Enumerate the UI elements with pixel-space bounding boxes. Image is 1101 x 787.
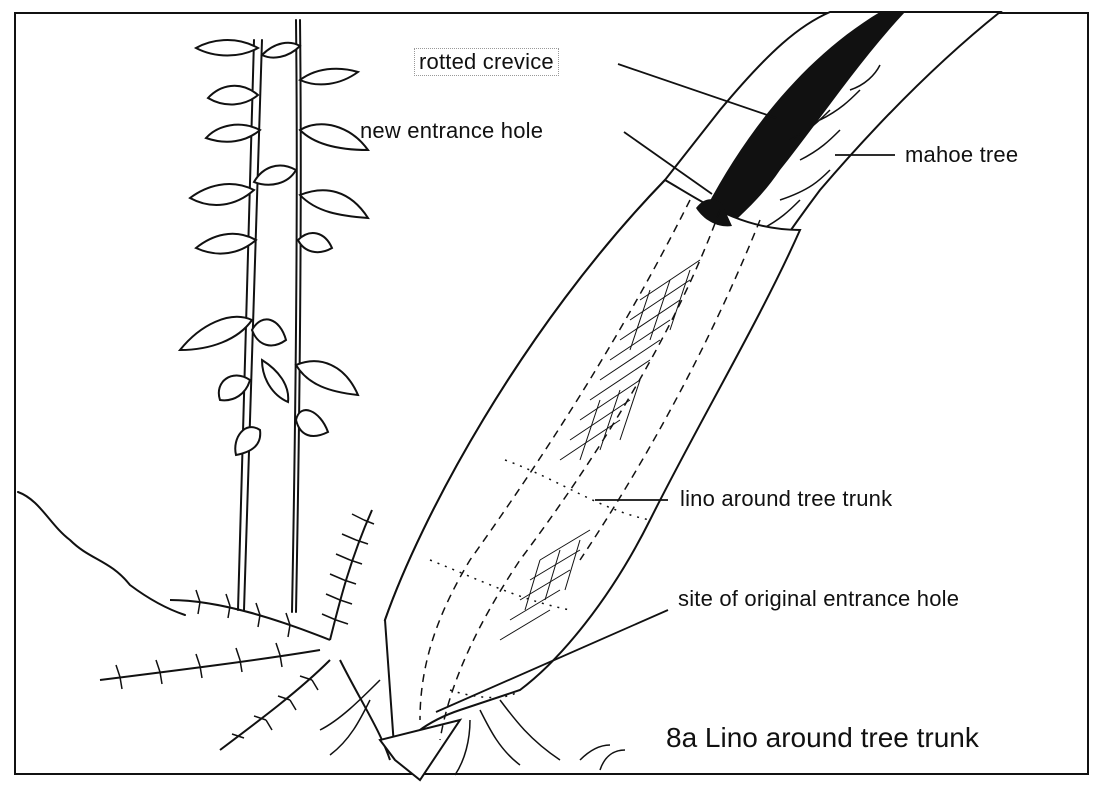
hillside-line bbox=[18, 492, 185, 615]
lino-sleeve bbox=[380, 180, 800, 780]
label-site-original-hole: site of original entrance hole bbox=[678, 586, 959, 612]
label-rotted-crevice: rotted crevice bbox=[414, 48, 559, 76]
label-lino-around-trunk: lino around tree trunk bbox=[680, 486, 892, 512]
sapling-stem-right-2 bbox=[292, 20, 297, 612]
label-mahoe-tree: mahoe tree bbox=[905, 142, 1018, 168]
sapling-leaves bbox=[180, 40, 368, 455]
figure-caption: 8a Lino around tree trunk bbox=[666, 722, 979, 754]
label-new-entrance-hole: new entrance hole bbox=[360, 118, 543, 144]
